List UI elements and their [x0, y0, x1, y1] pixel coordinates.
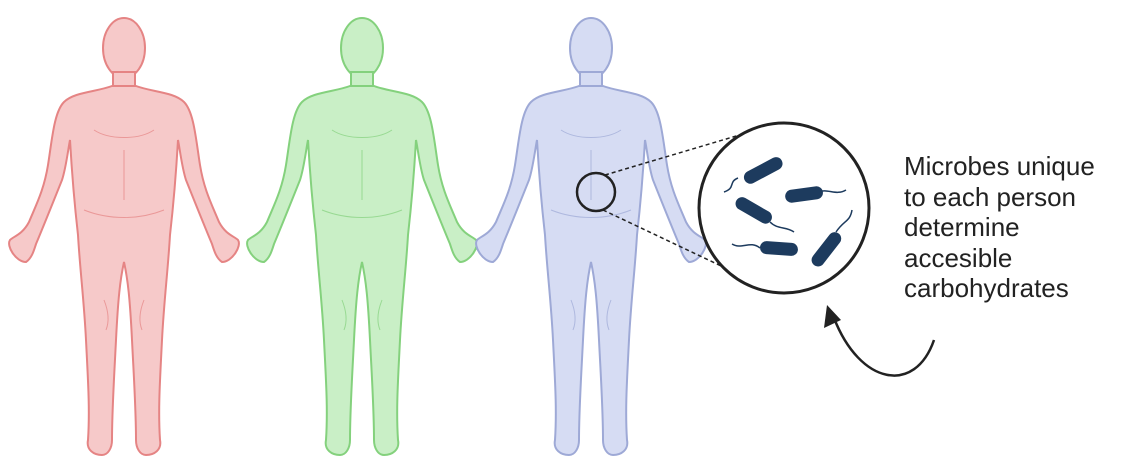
- caption-line: to each person: [904, 182, 1119, 213]
- microbes-caption: Microbes unique to each person determine…: [904, 151, 1119, 304]
- caption-line: accesible: [904, 243, 1119, 274]
- person-figure-green: [247, 18, 477, 455]
- caption-line: Microbes unique: [904, 151, 1119, 182]
- caption-line: determine: [904, 212, 1119, 243]
- person-figure-blue: [476, 18, 706, 455]
- curved-arrow-icon: [824, 305, 934, 376]
- caption-line: carbohydrates: [904, 273, 1119, 304]
- magnified-gut-circle: [699, 123, 869, 293]
- person-figure-red: [9, 18, 239, 455]
